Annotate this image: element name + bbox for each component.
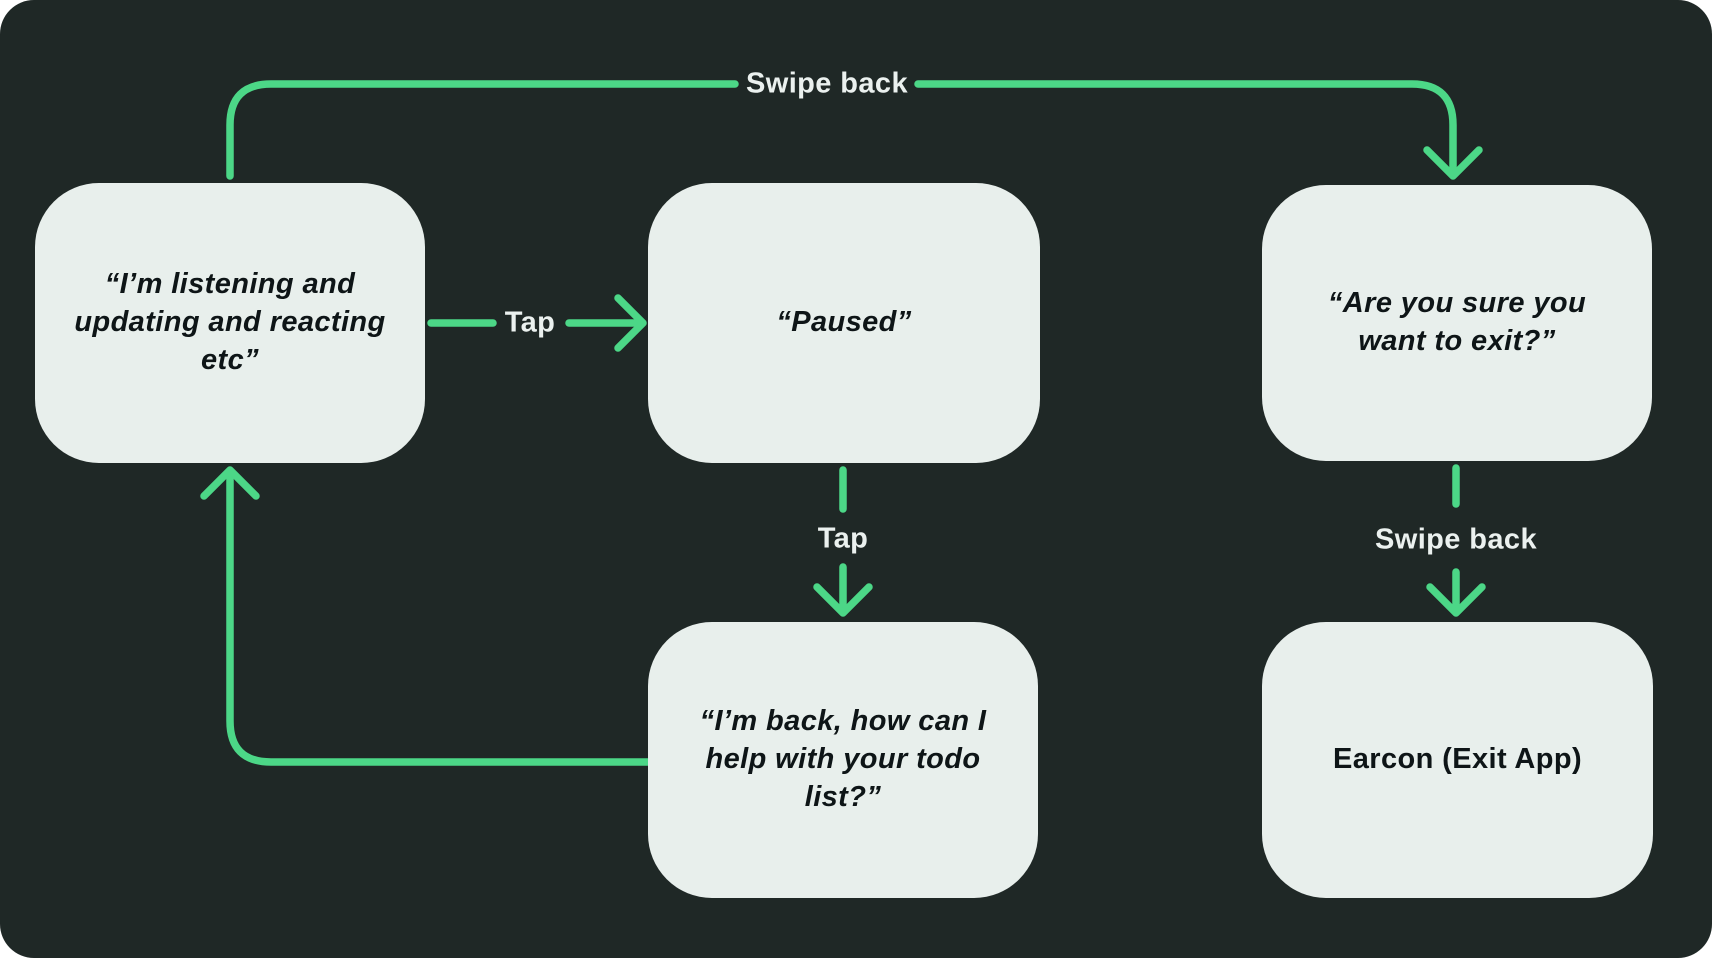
node-paused: “Paused”	[648, 183, 1040, 463]
node-paused-text: “Paused”	[776, 306, 912, 339]
edge-label-tap-down: Tap	[817, 522, 869, 555]
node-im-back-text: “I’m back, how can I help with your todo…	[699, 705, 987, 813]
arrowhead-down-into-exit-confirm	[1423, 146, 1483, 180]
arrowhead-down-into-im-back	[813, 583, 873, 617]
node-exit-confirm: “Are you sure you want to exit?”	[1262, 185, 1652, 461]
edge-label-tap-right: Tap	[504, 306, 556, 339]
arrow-swipe-back-top-left-segment	[226, 80, 739, 180]
arrow-return-loop	[226, 470, 652, 766]
node-exit-confirm-text: “Are you sure you want to exit?”	[1327, 287, 1587, 357]
edge-label-swipe-back-top: Swipe back	[746, 67, 908, 100]
arrowhead-up-into-listening	[200, 466, 260, 500]
node-listening-text: “I’m listening and updating and reacting…	[74, 268, 386, 376]
arrowhead-right-into-paused	[614, 294, 647, 352]
node-earcon-text: Earcon (Exit App)	[1332, 743, 1583, 776]
edge-label-swipe-back-right: Swipe back	[1375, 523, 1537, 556]
node-im-back: “I’m back, how can I help with your todo…	[648, 622, 1038, 898]
arrowhead-down-into-earcon	[1426, 583, 1486, 617]
node-listening: “I’m listening and updating and reacting…	[35, 183, 425, 463]
node-earcon-exit-app: Earcon (Exit App)	[1262, 622, 1653, 898]
arrow-swipe-back-top-right-segment	[914, 80, 1457, 175]
